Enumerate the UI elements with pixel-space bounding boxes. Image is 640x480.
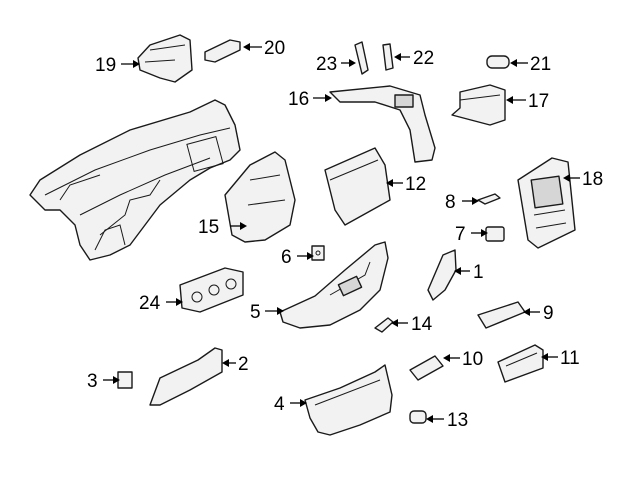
lower-cover-part-4	[304, 364, 393, 436]
glove-box-door-part-12	[324, 147, 391, 226]
callout-17: 17	[528, 91, 549, 112]
callout-5: 5	[250, 302, 261, 323]
callout-13: 13	[447, 410, 468, 431]
callout-19: 19	[95, 55, 116, 76]
callout-21: 21	[530, 54, 551, 75]
callout-6: 6	[281, 247, 292, 268]
callout-1: 1	[473, 262, 484, 283]
callout-16: 16	[288, 89, 309, 110]
climate-control-part-24	[179, 267, 244, 313]
callout-10: 10	[462, 349, 483, 370]
callout-12: 12	[405, 174, 426, 195]
callout-11: 11	[560, 348, 580, 369]
callout-18: 18	[582, 169, 603, 190]
callout-3: 3	[87, 371, 98, 392]
plug-part-13	[409, 410, 427, 424]
callout-23: 23	[316, 54, 337, 75]
callout-labels: 19 20 23 22 21 16 17 12 18 8 15 7 6 1 24…	[87, 38, 603, 431]
connector-part-10	[409, 355, 444, 381]
bracket-part-20	[204, 39, 241, 63]
cap-part-3	[117, 371, 133, 389]
clip-part-8	[477, 193, 501, 205]
column-cover-part-15	[224, 151, 296, 243]
upper-trim-part-19	[137, 34, 193, 83]
callout-14: 14	[411, 314, 433, 335]
storage-box-part-17	[451, 84, 506, 126]
instrument-panel-part	[29, 99, 241, 261]
callout-8: 8	[445, 192, 456, 213]
radio-bezel-part-18	[517, 157, 576, 249]
callout-22: 22	[413, 48, 434, 69]
lower-panel-part-5	[279, 241, 389, 329]
callout-9: 9	[543, 303, 554, 324]
leader-lines	[103, 43, 580, 423]
panel-trim-part-16	[329, 85, 436, 163]
knee-trim-part-2	[149, 347, 223, 406]
trim-part-22	[382, 43, 394, 71]
callout-15: 15	[198, 217, 219, 238]
callout-4: 4	[274, 394, 285, 415]
callout-7: 7	[455, 224, 466, 245]
switch-part-7	[485, 226, 505, 242]
callout-24: 24	[139, 293, 161, 314]
lamp-part-14	[374, 317, 394, 333]
plug-part-21	[486, 55, 510, 69]
pocket-part-11	[497, 344, 544, 383]
trim-part-23	[354, 41, 369, 75]
callout-2: 2	[238, 354, 249, 375]
callout-20: 20	[264, 38, 285, 59]
clip-part-6	[311, 245, 325, 261]
side-trim-part-1	[427, 249, 457, 301]
bracket-part-9	[477, 301, 526, 329]
